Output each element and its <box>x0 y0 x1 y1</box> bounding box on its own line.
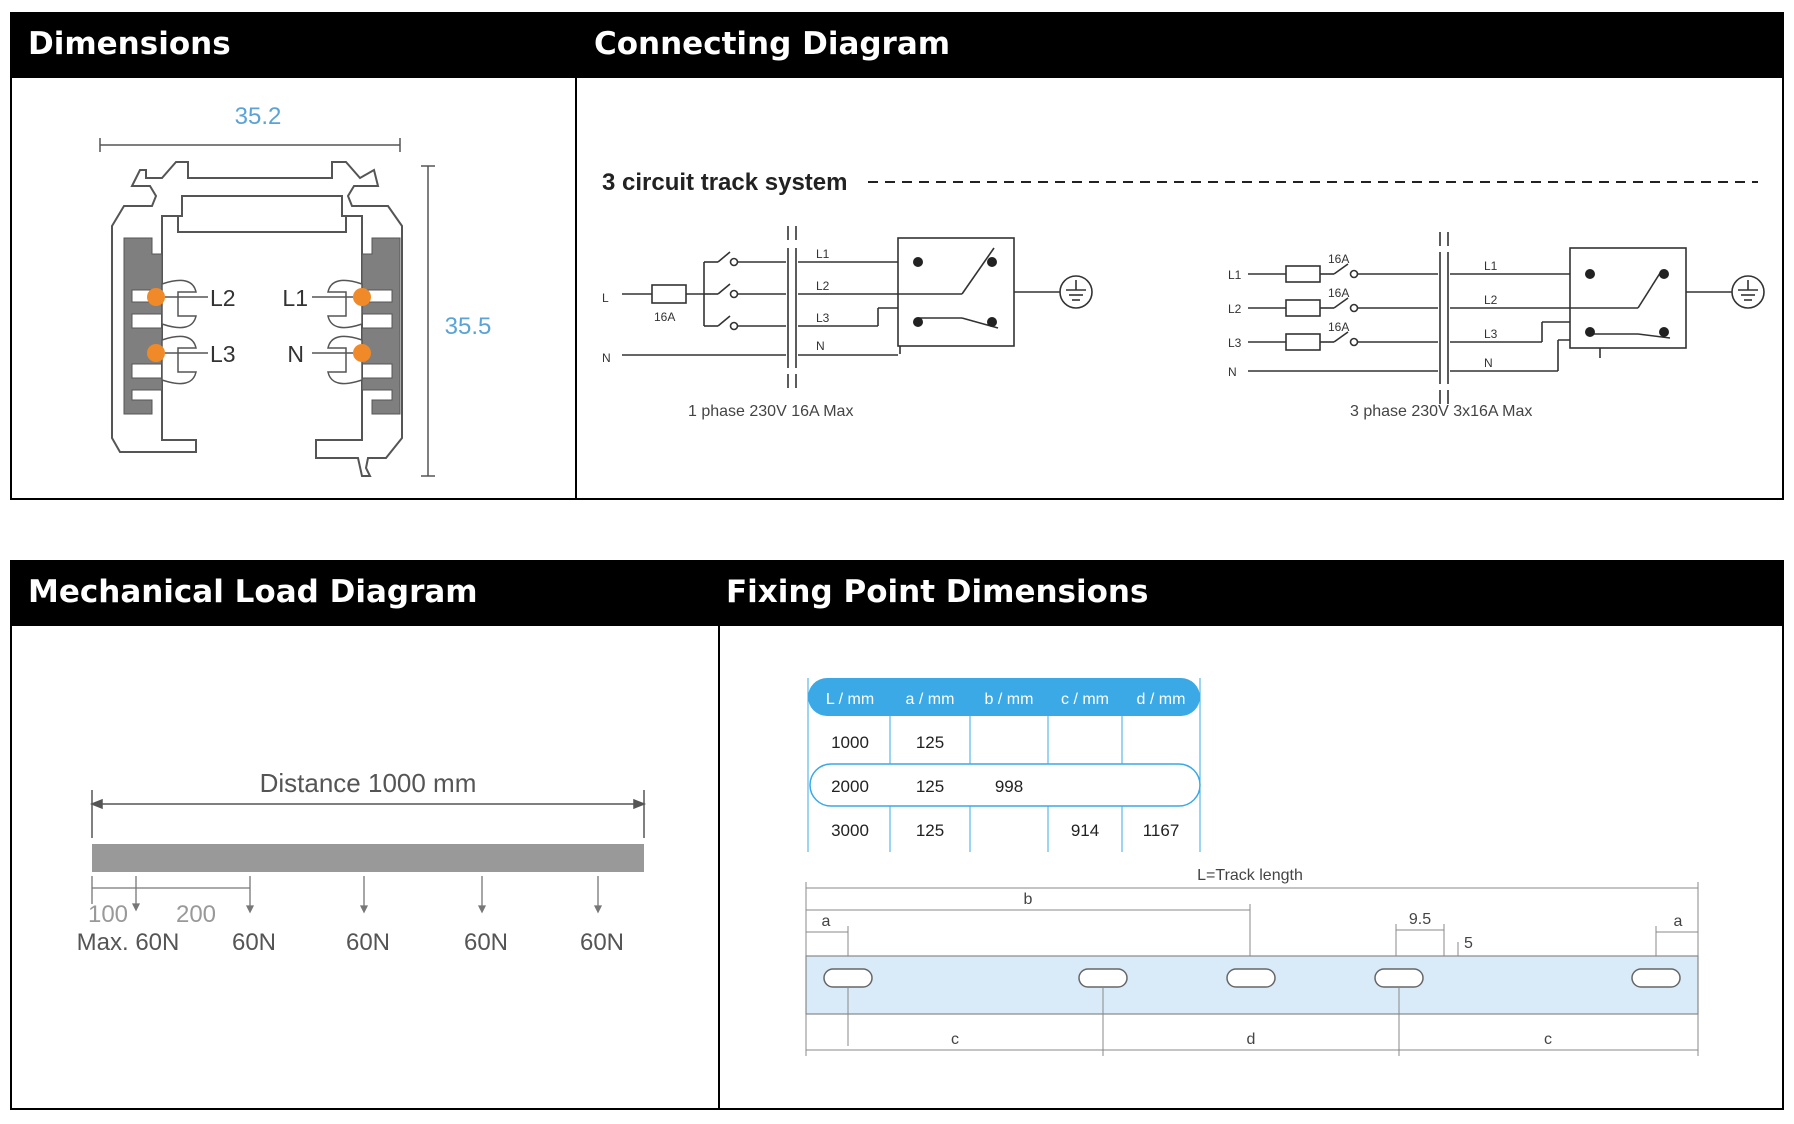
panel-bottom: Mechanical Load Diagram Fixing Point Dim… <box>10 560 1784 1110</box>
table-cell: 998 <box>995 777 1023 796</box>
dim-a-right: a <box>1674 913 1683 930</box>
table-cell: 125 <box>916 733 944 752</box>
panel-divider <box>575 14 577 498</box>
height-label: 35.5 <box>445 313 492 340</box>
table-header-l: L / mm <box>826 691 874 708</box>
one-phase-line-l1: L1 <box>816 247 830 261</box>
right-insulator <box>361 237 401 415</box>
one-phase-caption: 1 phase 230V 16A Max <box>688 403 853 420</box>
three-phase-input-n: N <box>1228 365 1237 379</box>
width-label: 35.2 <box>235 103 282 130</box>
three-phase-input-l1: L1 <box>1228 268 1242 282</box>
three-phase-input-l2: L2 <box>1228 302 1242 316</box>
table-cell: 1000 <box>831 733 869 752</box>
fixing-point-diagram: L / mm a / mm b / mm c / mm d / mm 1000 … <box>805 678 1699 1056</box>
distance-label: Distance 1000 mm <box>260 768 477 798</box>
mechanical-load-diagram: Distance 1000 mm 100 200 Max. 60N <box>77 768 647 956</box>
table-cell: 2000 <box>831 777 869 796</box>
dim-c-right: c <box>1544 1031 1552 1048</box>
three-phase-fuse-3: 16A <box>1328 320 1349 334</box>
table-cell: 1167 <box>1143 821 1180 840</box>
table-header-a: a / mm <box>906 691 955 708</box>
dim-c-left: c <box>951 1031 959 1048</box>
left-insulator <box>123 237 163 415</box>
spacing-second: 200 <box>176 901 216 928</box>
contact-l3 <box>147 344 165 362</box>
one-phase-input-n: N <box>602 351 611 365</box>
one-phase-line-l3: L3 <box>816 311 830 325</box>
load-label-5: 60N <box>580 929 624 956</box>
connecting-diagram: 3 circuit track system <box>602 169 1765 420</box>
spacing-first: 100 <box>88 901 128 928</box>
table-header-c: c / mm <box>1061 691 1109 708</box>
dim-d: d <box>1247 1031 1256 1048</box>
panel-top: Dimensions Connecting Diagram 35.2 35.5 <box>10 12 1784 500</box>
three-phase-caption: 3 phase 230V 3x16A Max <box>1350 403 1532 420</box>
label-n: N <box>287 341 304 367</box>
track-length-label: L=Track length <box>1197 867 1303 884</box>
table-cell: 125 <box>916 821 944 840</box>
track-plate <box>805 955 1699 1015</box>
three-phase-input-l3: L3 <box>1228 336 1242 350</box>
label-l2: L2 <box>210 285 236 311</box>
table-cell: 914 <box>1071 821 1099 840</box>
three-phase-line-l2: L2 <box>1484 293 1498 307</box>
dim-a-left: a <box>822 913 831 930</box>
three-phase-fuse-2: 16A <box>1328 286 1349 300</box>
track-profile-drawing: 35.2 35.5 <box>99 103 492 477</box>
one-phase-input-l: L <box>602 291 609 305</box>
distance-dimension-line <box>89 790 647 838</box>
width-dimension-line <box>99 138 401 152</box>
load-arrows <box>91 876 603 914</box>
table-cell: 3000 <box>831 821 869 840</box>
connecting-title: Connecting Diagram <box>594 26 951 62</box>
track-bar <box>92 844 644 872</box>
load-label-2: 60N <box>232 929 276 956</box>
table-header-b: b / mm <box>985 691 1034 708</box>
contact-l2 <box>147 288 165 306</box>
one-phase-fuse: 16A <box>654 310 675 324</box>
dim-slot-height: 5 <box>1464 935 1473 952</box>
one-phase-line-l2: L2 <box>816 279 830 293</box>
table-header-d: d / mm <box>1137 691 1186 708</box>
dim-slot-width: 9.5 <box>1409 911 1431 928</box>
height-dimension-line <box>421 165 435 477</box>
contact-n <box>353 344 371 362</box>
fixing-slots <box>823 968 1681 988</box>
table-cell: 125 <box>916 777 944 796</box>
three-phase-diagram <box>1248 232 1765 404</box>
label-l3: L3 <box>210 341 236 367</box>
contact-l1 <box>353 288 371 306</box>
load-label-3: 60N <box>346 929 390 956</box>
dim-b: b <box>1024 891 1033 908</box>
three-phase-line-l3: L3 <box>1484 327 1498 341</box>
panel-divider-bottom <box>718 562 720 1108</box>
three-phase-fuse-1: 16A <box>1328 252 1349 266</box>
panel-header-top: Dimensions Connecting Diagram <box>12 14 1782 78</box>
fixing-table <box>807 678 1201 852</box>
mechanical-title: Mechanical Load Diagram <box>28 574 478 610</box>
panel-header-bottom: Mechanical Load Diagram Fixing Point Dim… <box>12 562 1782 626</box>
fixing-title: Fixing Point Dimensions <box>726 574 1149 610</box>
one-phase-line-n: N <box>816 339 825 353</box>
profile-outline <box>111 161 403 477</box>
dimensions-title: Dimensions <box>28 26 231 62</box>
three-phase-line-l1: L1 <box>1484 259 1498 273</box>
system-label: 3 circuit track system <box>602 169 847 196</box>
load-label-4: 60N <box>464 929 508 956</box>
one-phase-diagram <box>622 226 1093 388</box>
three-phase-line-n: N <box>1484 356 1493 370</box>
bottom-dimension-lines <box>805 988 1699 1056</box>
load-label-1: Max. 60N <box>77 929 180 956</box>
label-l1: L1 <box>282 285 308 311</box>
